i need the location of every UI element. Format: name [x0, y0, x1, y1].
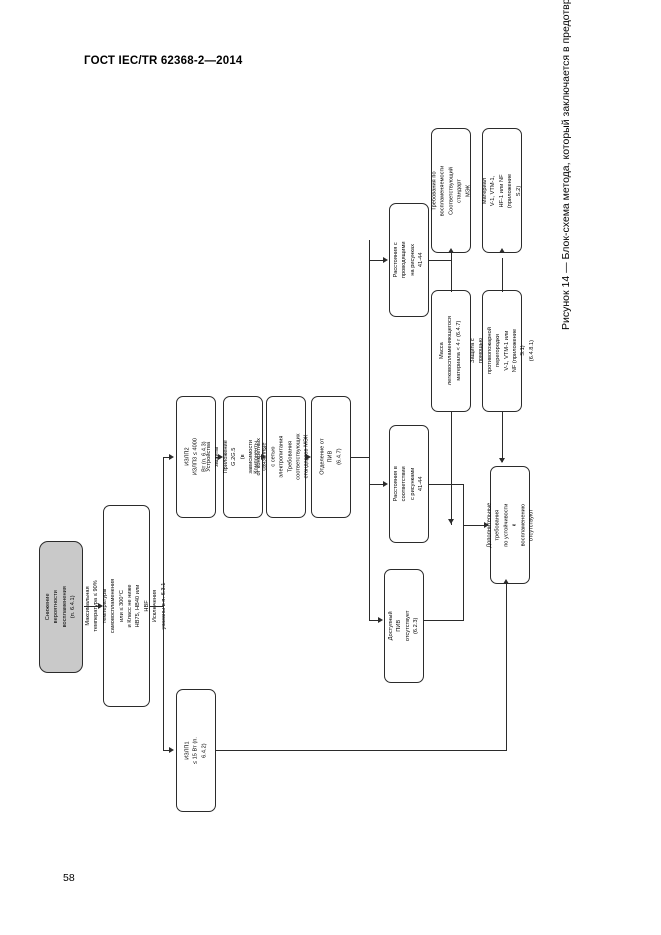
connector-right-trunk [463, 484, 464, 621]
connector-mass-down [451, 412, 452, 525]
connector-distancesfig-out [429, 484, 463, 485]
connector-branch-trunk [163, 457, 164, 751]
connector-mid-trunk [369, 240, 370, 620]
connector-arrow [448, 248, 454, 253]
connector-arrow [306, 454, 311, 460]
figure-caption: Рисунок 14 — Блок-схема метода, который … [560, 0, 572, 330]
node-max-temperature-requirements: Максимальная температура ≤ 90% температу… [86, 505, 167, 707]
node-no-accessible-piv: Доступный ПИВ отсутствует(6.2.3) [384, 569, 424, 683]
connector-maxtemp-out [150, 606, 163, 607]
node-label: Доступный ПИВ отсутствует(6.2.3) [388, 610, 420, 642]
connector-conductive-out [429, 260, 451, 261]
connector-conductive-up [451, 253, 452, 261]
connector-barrier-down [502, 412, 503, 462]
connector-arrow [383, 257, 388, 263]
connector-arrow [499, 458, 505, 463]
connector-to-no-extra-req [463, 525, 484, 526]
connector-arrow [484, 522, 489, 528]
connector-arrow [169, 747, 174, 753]
connector-arrow [378, 617, 383, 623]
connector-arrow [383, 481, 388, 487]
connector-arrow [261, 454, 266, 460]
connector-pis2-to-protection [216, 457, 218, 458]
connector-separation-out [351, 457, 369, 458]
node-separation-from-piv: Отделение от ПИВ(6.4.7) [311, 396, 351, 518]
connector-pis1-out [216, 750, 506, 751]
connector-to-no-accessible-piv [369, 620, 378, 621]
connector-to-pis2 [163, 457, 169, 458]
connector-pis1-up [506, 584, 507, 751]
connector-arrow [98, 603, 103, 609]
page-header: ГОСТ IEC/TR 62368-2—2014 [84, 55, 243, 67]
connector-arrow [503, 579, 509, 584]
connector-arrow [218, 454, 223, 460]
connector-start-to-maxtemp [84, 606, 98, 607]
connector-arrow [499, 248, 505, 253]
connector-to-distances-fig [369, 484, 383, 485]
page-number: 58 [63, 872, 75, 884]
connector-barrier-to-material [502, 258, 503, 292]
node-pis1-power-limit: ИЗЛП1≤ 15 Вт (п. 6.4.2) [176, 689, 216, 812]
node-label: Отделение от ПИВ(6.4.7) [319, 438, 343, 476]
connector-to-distances-conductive [369, 260, 383, 261]
connector-arrow [169, 454, 174, 460]
connector-nopiv-out [424, 620, 463, 621]
connector-arrow [448, 519, 454, 524]
connector-to-pis1 [163, 750, 169, 751]
connector-mass-to-flammability [451, 258, 452, 292]
node-label: ИЗЛП1≤ 15 Вт (п. 6.4.2) [184, 736, 208, 765]
